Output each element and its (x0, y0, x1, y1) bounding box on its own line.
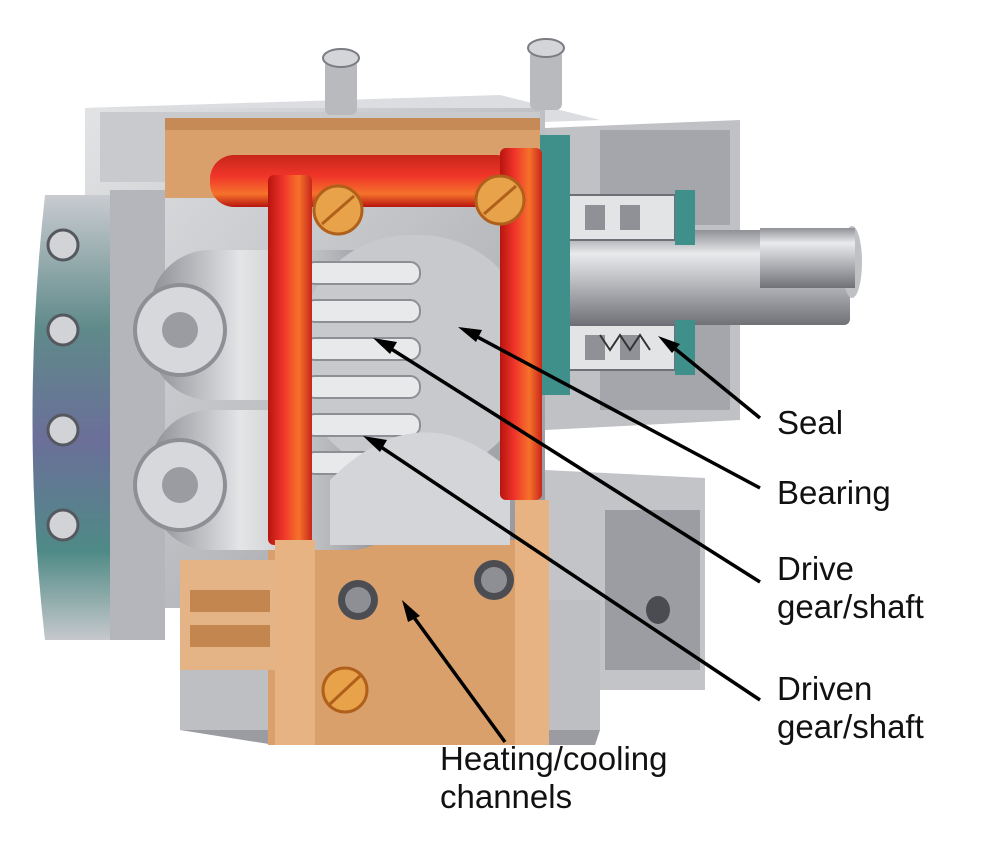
driven-arrowhead (363, 436, 387, 452)
label-driven-line2: gear/shaft (777, 708, 924, 745)
drive-arrowhead (373, 338, 397, 354)
label-driven-gear-shaft: Driven gear/shaft (777, 670, 924, 746)
seal-arrowhead (658, 336, 680, 353)
end-plate (32, 190, 165, 640)
label-heating-line1: Heating/cooling (440, 740, 668, 777)
label-seal: Seal (777, 404, 843, 442)
drive-gear (300, 235, 530, 545)
label-bearing-text: Bearing (777, 474, 891, 511)
top-bolts (322, 38, 565, 115)
label-drive-line1: Drive (777, 550, 855, 587)
seal (540, 135, 695, 395)
bearing-arrowhead (458, 327, 482, 342)
label-seal-text: Seal (777, 404, 844, 441)
heating-arrowhead (402, 600, 420, 622)
seal-leader (666, 341, 762, 420)
drive-shaft (520, 226, 862, 325)
heating-leader (408, 610, 507, 744)
drive-leader (384, 343, 761, 584)
bearing-leader (469, 331, 761, 490)
heating-cooling-channels (210, 148, 549, 745)
label-drive-gear-shaft: Drive gear/shaft (777, 550, 924, 626)
label-bearing: Bearing (777, 474, 891, 512)
bearing (564, 194, 676, 371)
leader-arrowheads (363, 327, 680, 622)
label-heating-line2: channels (440, 778, 573, 815)
leader-lines (374, 331, 762, 744)
driven-leader (374, 441, 761, 702)
label-heating-cooling-channels: Heating/cooling channels (440, 740, 668, 816)
label-driven-line1: Driven (777, 670, 873, 707)
label-drive-line2: gear/shaft (777, 588, 924, 625)
